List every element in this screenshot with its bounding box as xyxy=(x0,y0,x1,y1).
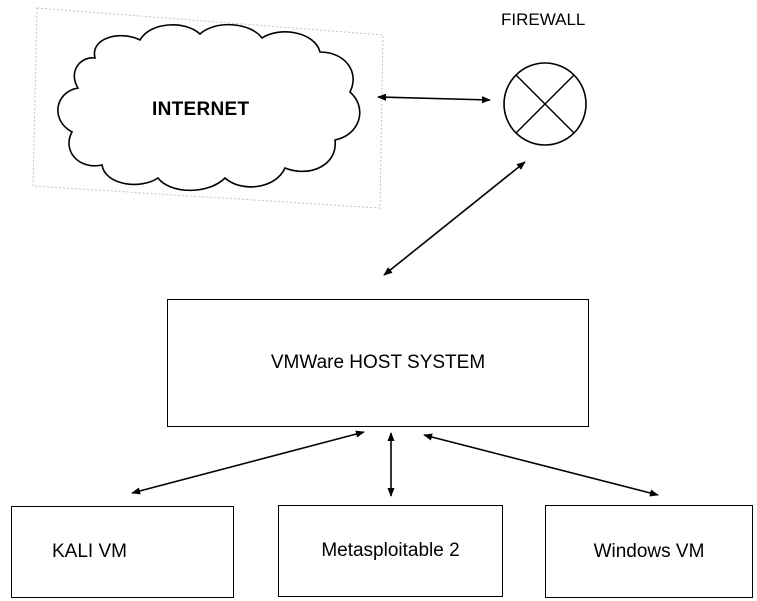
arrow-internet-firewall xyxy=(377,93,491,104)
arrow-host-windows xyxy=(423,433,659,497)
firewall-symbol xyxy=(503,62,587,146)
internet-label: INTERNET xyxy=(152,99,250,120)
firewall-x-line-2 xyxy=(515,74,575,134)
internet-cloud xyxy=(32,7,384,209)
kali-vm-label: KALI VM xyxy=(52,541,127,562)
cloud-icon xyxy=(57,23,361,192)
host-system-box: VMWare HOST SYSTEM xyxy=(167,299,589,427)
windows-vm-box: Windows VM xyxy=(545,505,753,598)
windows-vm-label: Windows VM xyxy=(593,540,705,562)
arrow-firewall-host xyxy=(383,161,526,276)
arrow-host-kali xyxy=(131,430,365,495)
host-system-label: VMWare HOST SYSTEM xyxy=(270,352,486,373)
kali-vm-box: KALI VM xyxy=(11,506,234,598)
metasploitable-label: Metasploitable 2 xyxy=(321,540,460,561)
metasploitable-box: Metasploitable 2 xyxy=(278,505,503,597)
firewall-label: FIREWALL xyxy=(501,10,586,29)
